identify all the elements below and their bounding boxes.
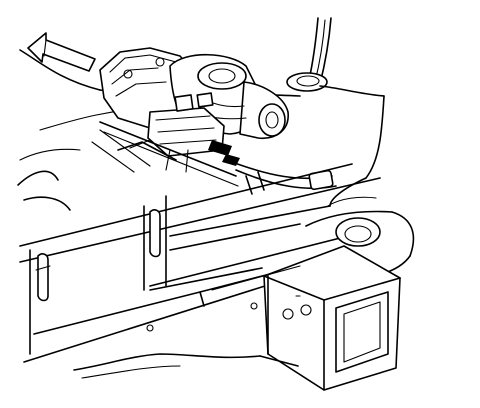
frame-side-rail <box>19 163 381 363</box>
compressor-mounting-rails <box>99 121 239 187</box>
wiring-harness <box>231 161 337 195</box>
direction-arrow-icon <box>27 32 96 72</box>
rear-crossmember <box>169 196 415 279</box>
lower-frame-flange <box>33 265 301 379</box>
air-compressor-assembly <box>99 47 289 173</box>
hose-grommet <box>286 72 328 92</box>
receiver-hitch <box>263 245 401 391</box>
